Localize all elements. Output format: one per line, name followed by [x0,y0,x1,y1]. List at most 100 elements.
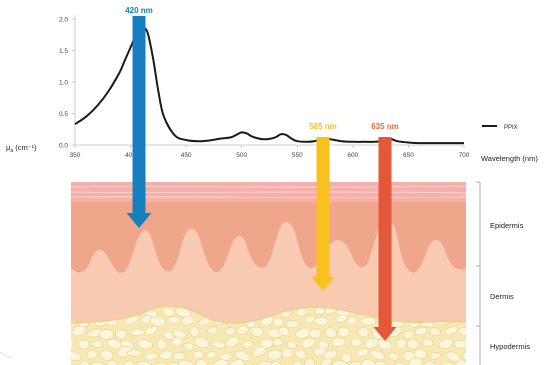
fat-cell [159,350,173,360]
fat-cell [468,359,480,365]
fat-cell [162,331,175,340]
fat-cell [193,337,210,349]
wavelength-arrows [126,16,397,341]
fat-cell [99,329,114,340]
corner-arc [0,351,13,359]
fat-cell [189,326,200,337]
stratum-corneum-lines [71,185,466,199]
hypodermis-boundary [71,305,466,324]
fat-cell [270,361,282,365]
fat-cell [181,315,195,326]
fat-cell [337,326,350,338]
x-tick-label: 700 [459,152,470,159]
x-tick-label: 400 [125,152,136,159]
fat-cell [374,360,389,365]
fat-cell [429,327,441,336]
fat-cell [224,336,240,348]
fat-cell [172,352,186,361]
arrow-label-635nm: 635 nm [371,122,399,131]
fat-cell [407,357,423,365]
fat-cell [346,316,358,326]
fat-cell [277,326,291,337]
epidermis-label: Epidermis [490,221,524,230]
hypodermis-label: Hypodermis [490,342,530,351]
fat-cell [241,340,254,349]
fat-cell [331,337,346,348]
fat-cell [429,352,442,360]
fat-cell [224,327,236,336]
fat-cell [291,360,303,365]
fat-cell [144,325,158,336]
fat-cell [376,339,393,351]
legend: PPIX [482,125,518,131]
hypodermis-layer [71,295,480,365]
fat-cell [136,361,153,365]
fat-cell [462,350,466,361]
y-tick-label: 0.5 [59,111,68,118]
fat-cell [406,339,420,350]
fat-cell [349,361,363,365]
fat-cell [99,349,114,361]
fat-cell [323,349,338,360]
fat-cell [183,342,195,351]
fat-cell [228,359,245,365]
fat-cell [395,338,408,349]
fat-cell [309,328,322,339]
fat-cell [355,348,370,357]
fat-cell [212,359,229,365]
fat-cell [370,349,385,361]
fat-cell [205,351,217,359]
x-tick-label: 650 [403,152,414,159]
x-tick-label: 550 [292,152,303,159]
skin-cross-section [71,182,480,365]
fat-cell [324,327,337,339]
fat-cell [465,340,466,351]
fat-cell [440,361,454,365]
fat-cell [207,326,219,335]
fat-cell [71,325,87,337]
y-ticks: 0.00.51.01.52.0 [59,17,75,150]
fat-cell [453,339,466,349]
fat-cell [272,317,284,328]
fat-cell [252,346,267,357]
fat-cell [285,320,300,328]
fat-cell [140,314,153,324]
fat-cell [167,316,181,324]
arrow-label-420nm: 420 nm [125,6,153,15]
x-tick-label: 350 [70,152,81,159]
x-tick-label: 500 [236,152,247,159]
fat-cell [211,340,226,349]
fat-cell [123,360,135,365]
arrow-585nm [311,137,335,291]
fat-cell [415,326,428,336]
fat-cell [115,329,127,340]
fat-cell [445,351,461,362]
fat-cell [195,359,208,365]
fat-cell [127,349,143,357]
fat-cell [91,340,103,348]
fat-cells [71,295,480,365]
fat-cell [286,340,297,350]
fat-cell [360,316,377,326]
fat-cell [313,307,326,316]
fat-cell [137,339,153,350]
fat-cell [78,339,90,350]
fat-cell [457,327,466,336]
fat-cell [301,337,316,349]
fat-cell [244,363,257,365]
fat-cell [171,336,183,348]
fat-cell [464,295,478,304]
dermis-label: Dermis [490,292,514,301]
fat-cell [143,352,159,361]
y-tick-label: 1.0 [59,80,68,87]
fat-cell [443,326,459,336]
epidermis-layer [71,182,466,273]
y-tick-label: 1.5 [59,48,68,55]
arrow-label-585nm: 585 nm [309,122,337,131]
fat-cell [71,338,75,350]
fat-cell [79,360,91,365]
fat-cell [335,314,348,323]
fat-cell [236,325,249,335]
